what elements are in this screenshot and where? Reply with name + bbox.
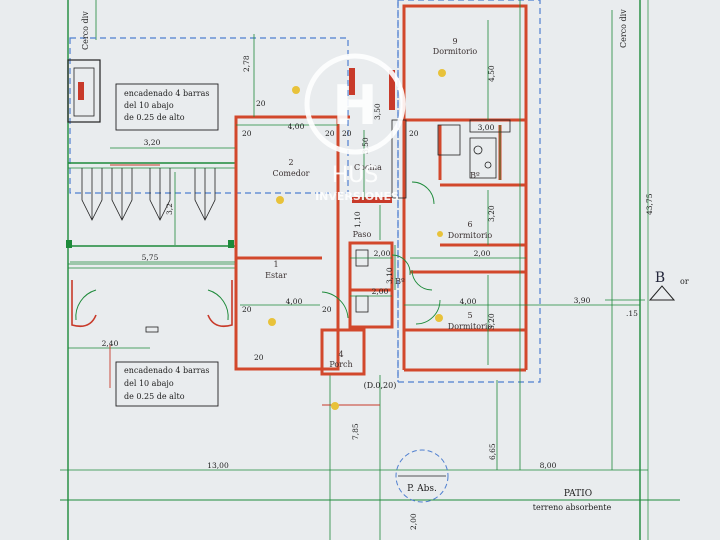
dim-6-65: 6,65 — [488, 443, 497, 460]
dim-4-50: 4,50 — [487, 65, 496, 82]
dim-20-b: 20 — [242, 129, 252, 138]
note-bottom: encadenado 4 barras del 10 abajo de 0.25… — [115, 361, 219, 407]
dim-3-00: 3,00 — [478, 123, 495, 132]
note-top-line-3: de 0.25 de alto — [124, 113, 185, 122]
dim-15: .15 — [626, 309, 638, 318]
dim-4-00-top: 4,00 — [288, 122, 305, 131]
dim-2-78: 2,78 — [242, 55, 251, 72]
room-labels: 9 Dormitorio 2 Comedor Cocina 6 Dormitor… — [265, 37, 492, 369]
patio-label: PATIO — [564, 489, 592, 499]
room-dormitorio-top: Dormitorio — [433, 47, 478, 56]
note-bottom-line-1: encadenado 4 barras — [124, 366, 209, 375]
note-top-line-1: encadenado 4 barras — [124, 89, 209, 98]
watermark-logo: H — [332, 74, 377, 137]
dim-5-75: 5,75 — [142, 253, 159, 262]
room-bano-mid: Bº — [395, 277, 405, 286]
room-paso: Paso — [353, 230, 372, 239]
dim-3-10: 3,10 — [385, 267, 394, 284]
room-num-dorm-mid: 6 — [467, 220, 472, 229]
dim-3-90: 3,90 — [574, 296, 591, 305]
room-num-comedor: 2 — [288, 158, 293, 167]
dim-20-a: 20 — [256, 99, 266, 108]
dim-8-00: 8,00 — [540, 461, 557, 470]
dim-2-40: 2,40 — [102, 339, 119, 348]
section-b-suffix: or — [680, 277, 689, 286]
dim-4-00-low: 4,00 — [460, 297, 477, 306]
dim-2-00-b: 2,00 — [372, 287, 389, 296]
misc-labels: Cerco div Cerco div PATIO terreno absorb… — [81, 9, 689, 512]
dim-3-50-v: 3,50 — [361, 137, 370, 154]
room-comedor: Comedor — [272, 169, 309, 178]
dim-20-g: 20 — [254, 353, 264, 362]
dim-20-c: 20 — [325, 129, 335, 138]
dim-3-20-low: 3,20 — [487, 313, 496, 330]
d-label: (D.0,20) — [364, 381, 397, 390]
note-bottom-line-2: del 10 abajo — [124, 379, 174, 388]
dim-20-f: 20 — [322, 305, 332, 314]
dim-3-50: 3,50 — [373, 103, 382, 120]
dim-3-20: 3,20 — [144, 138, 161, 147]
dim-2-00-a: 2,00 — [374, 249, 391, 258]
terreno-label: terreno absorbente — [533, 503, 612, 512]
room-num-estar: 1 — [273, 260, 278, 269]
note-top-line-2: del 10 abajo — [124, 101, 174, 110]
room-dormitorio-low: Dormitorio — [448, 322, 493, 331]
note-top: encadenado 4 barras del 10 abajo de 0.25… — [115, 83, 219, 131]
room-bano-top: Bº — [470, 171, 480, 180]
dimension-lines — [68, 0, 640, 470]
dim-13-00: 13,00 — [207, 461, 229, 470]
dimension-texts: 3,20 2,78 5,75 2,40 4,00 20 20 20 20 20 … — [102, 55, 654, 530]
room-num-dorm-low: 5 — [467, 311, 472, 320]
room-porch: Porch — [329, 360, 352, 369]
room-num-dorm-top: 9 — [452, 37, 457, 46]
dim-20-e: 20 — [242, 305, 252, 314]
p-abs-label: P. Abs. — [407, 484, 437, 494]
cerco-left: Cerco div — [81, 11, 90, 50]
dim-4-00-estar: 4,00 — [286, 297, 303, 306]
room-dormitorio-mid: Dormitorio — [448, 231, 493, 240]
dim-1-10: 1,10 — [353, 211, 362, 228]
note-bottom-line-3: de 0.25 de alto — [124, 392, 185, 401]
walls — [234, 4, 528, 376]
light-fixtures — [268, 69, 446, 410]
p-abs-circle — [395, 449, 449, 503]
watermark: H HUS INVERSIONES — [304, 53, 406, 203]
cerco-right: Cerco div — [619, 9, 628, 48]
dim-2-00-c: 2,00 — [474, 249, 491, 258]
dim-7-85: 7,85 — [351, 423, 360, 440]
dim-20-d: 20 — [342, 129, 352, 138]
dim-20-h: 20 — [409, 129, 419, 138]
room-cocina: Cocina — [354, 163, 382, 172]
watermark-sub: INVERSIONES — [315, 190, 399, 203]
garage-area — [66, 59, 235, 333]
dim-3-2: 3,2 — [165, 203, 174, 215]
watermark-brand: HUS — [332, 163, 379, 188]
dim-3-20-right: 3,20 — [487, 205, 496, 222]
section-b: B — [655, 270, 665, 286]
dim-2-00-bottom: 2,00 — [409, 513, 418, 530]
dim-43-75: 43,75 — [645, 193, 654, 215]
room-estar: Estar — [265, 271, 287, 280]
room-num-porch: 4 — [338, 350, 343, 359]
